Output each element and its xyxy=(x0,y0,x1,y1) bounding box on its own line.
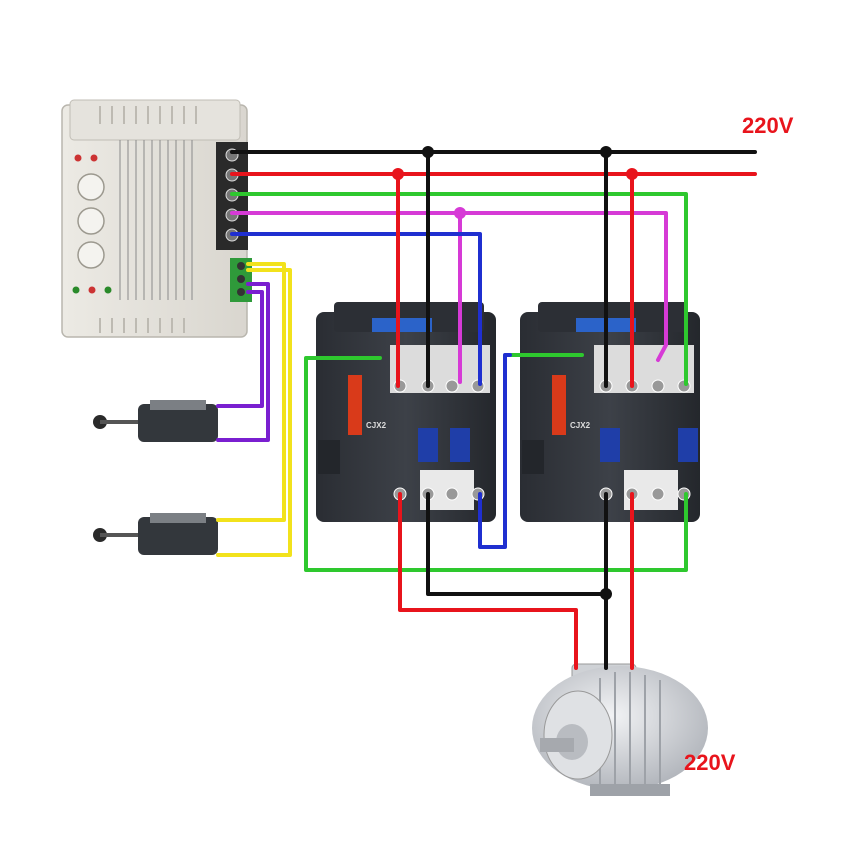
supply-voltage-label: 220V xyxy=(742,113,794,138)
junction-dot xyxy=(392,168,404,180)
magenta-wire xyxy=(230,211,668,362)
c1-red-output xyxy=(398,492,578,670)
blue-interlock xyxy=(478,353,512,549)
junction-dot xyxy=(626,168,638,180)
c1-black-output xyxy=(426,492,608,596)
contactor-2: CJX2 xyxy=(520,302,700,522)
green-wire xyxy=(230,192,688,386)
status-led-icon xyxy=(74,154,82,162)
terminal-screw-icon xyxy=(445,487,459,501)
blue-wire xyxy=(230,232,482,386)
status-led-icon xyxy=(88,286,96,294)
vent-slits-bottom xyxy=(99,318,185,333)
motor-voltage-label: 220V xyxy=(684,750,736,775)
green-coil-link-1 xyxy=(304,356,688,572)
status-led-icon xyxy=(72,286,80,294)
remote-controller-module xyxy=(61,99,252,338)
limit-switch-2 xyxy=(93,513,218,555)
control-knob-icon xyxy=(77,207,105,235)
control-knob-icon xyxy=(77,241,105,269)
printed-spec-lines xyxy=(119,140,193,300)
terminal-screw-icon xyxy=(237,262,245,270)
status-led-icon xyxy=(90,154,98,162)
yellow-wire-1 xyxy=(216,262,286,522)
junction-dot xyxy=(422,146,434,158)
terminal-screw-icon xyxy=(445,379,459,393)
electric-motor xyxy=(532,663,708,796)
limit-switch-1 xyxy=(93,400,218,442)
terminal-screw-icon xyxy=(651,379,665,393)
terminal-screw-icon xyxy=(237,275,245,283)
contactor-1-model-label: CJX2 xyxy=(366,421,387,430)
vent-slits-top xyxy=(99,106,197,124)
purple-wire-1 xyxy=(216,282,270,442)
terminal-screw-icon xyxy=(237,288,245,296)
junction-dot xyxy=(600,588,612,600)
contactor-2-model-label: CJX2 xyxy=(570,421,591,430)
control-knob-icon xyxy=(77,173,105,201)
junction-dot xyxy=(454,207,466,219)
status-led-icon xyxy=(104,286,112,294)
contactor-1: CJX2 xyxy=(316,302,496,522)
junction-dot xyxy=(600,146,612,158)
yellow-wire-2 xyxy=(216,268,292,557)
terminal-screw-icon xyxy=(651,487,665,501)
purple-wire-2 xyxy=(216,290,264,408)
